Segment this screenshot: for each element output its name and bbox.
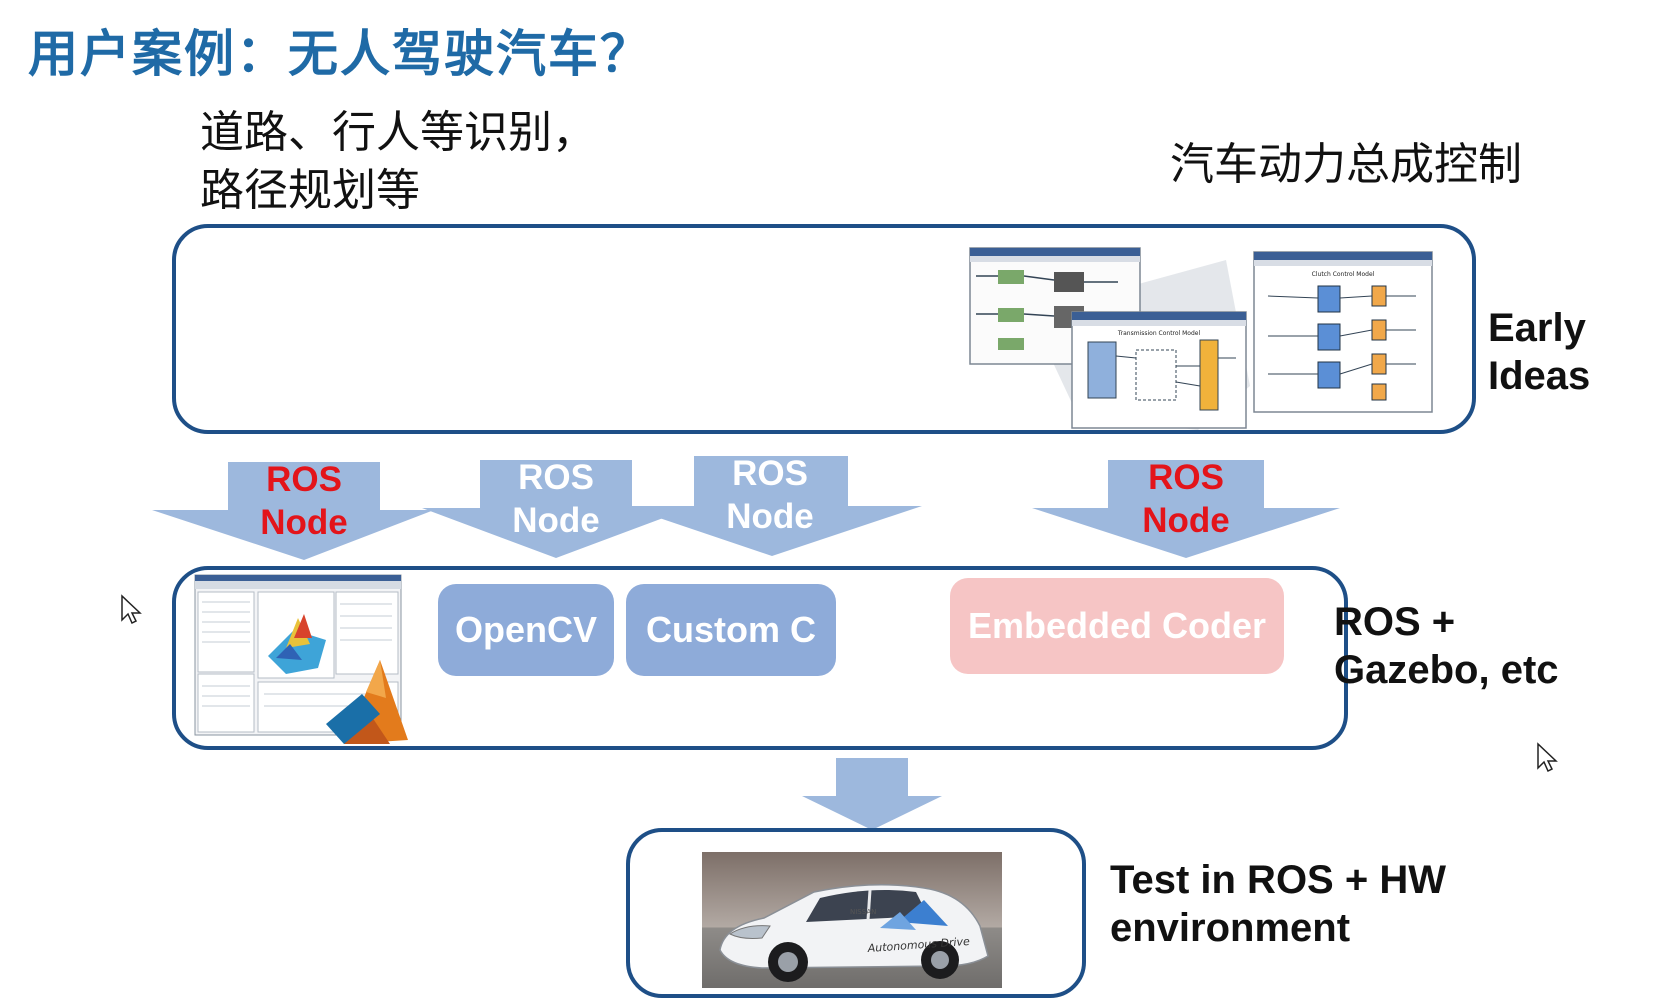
ros-node-arrow-1 <box>152 462 434 560</box>
simulink-screenshots: Transmission Control Model Clutch Contro… <box>969 247 1433 430</box>
ros-node-label-4: ROS Node <box>1106 456 1266 542</box>
model-window-middle: Transmission Control Model <box>1071 311 1247 429</box>
ros-node-3-line1: ROS <box>732 454 808 493</box>
ros-node-3-line2: Node <box>726 497 814 536</box>
ros-gazebo-line2: Gazebo, etc <box>1334 648 1559 692</box>
ros-node-label-1: ROS Node <box>224 458 384 544</box>
ros-node-label-3: ROS Node <box>690 452 850 538</box>
ros-node-arrow-4 <box>1032 460 1340 558</box>
ros-node-arrow-3 <box>624 456 922 556</box>
test-label: Test in ROS + HW environment <box>1110 856 1446 952</box>
early-ideas-label: Early Ideas <box>1488 304 1590 400</box>
powertrain-note: 汽车动力总成控制 <box>1170 139 1522 190</box>
transmission-model-title: Transmission Control Model <box>1117 330 1201 337</box>
early-ideas-line1: Early <box>1488 306 1586 350</box>
perception-note: 道路、行人等识别， 路径规划等 <box>200 104 596 220</box>
down-arrow-to-test <box>802 758 942 830</box>
custom-c-component: Custom C <box>626 584 836 676</box>
mouse-cursor-icon <box>121 594 142 625</box>
mouse-cursor-icon-2 <box>1537 742 1558 773</box>
perception-note-line1: 道路、行人等识别， <box>200 107 596 158</box>
ros-node-label-2: ROS Node <box>476 456 636 542</box>
ros-node-4-line1: ROS <box>1148 458 1224 497</box>
opencv-component: OpenCV <box>438 584 614 676</box>
model-window-right: Clutch Control Model <box>1253 251 1433 413</box>
ros-gazebo-label: ROS + Gazebo, etc <box>1334 598 1559 694</box>
car-brand-text: NISSAN <box>850 908 876 916</box>
autonomous-car-photo: Autonomous Drive NISSAN <box>702 852 1002 988</box>
slide-title: 用户案例：无人驾驶汽车？ <box>28 25 652 83</box>
matlab-screenshot <box>194 574 408 744</box>
ros-node-1-line1: ROS <box>266 460 342 499</box>
ros-node-4-line2: Node <box>1142 501 1230 540</box>
early-ideas-line2: Ideas <box>1488 354 1591 398</box>
test-line1: Test in ROS + HW <box>1110 858 1446 902</box>
matlab-logo <box>326 660 408 744</box>
perception-note-line2: 路径规划等 <box>200 165 420 216</box>
embedded-coder-component: Embedded Coder <box>950 578 1284 674</box>
ros-node-2-line2: Node <box>512 501 600 540</box>
ros-node-2-line1: ROS <box>518 458 594 497</box>
ros-node-arrow-2 <box>422 460 690 558</box>
ros-gazebo-line1: ROS + <box>1334 600 1456 644</box>
ros-node-1-line2: Node <box>260 503 348 542</box>
test-line2: environment <box>1110 906 1351 950</box>
clutch-model-title: Clutch Control Model <box>1312 271 1375 278</box>
